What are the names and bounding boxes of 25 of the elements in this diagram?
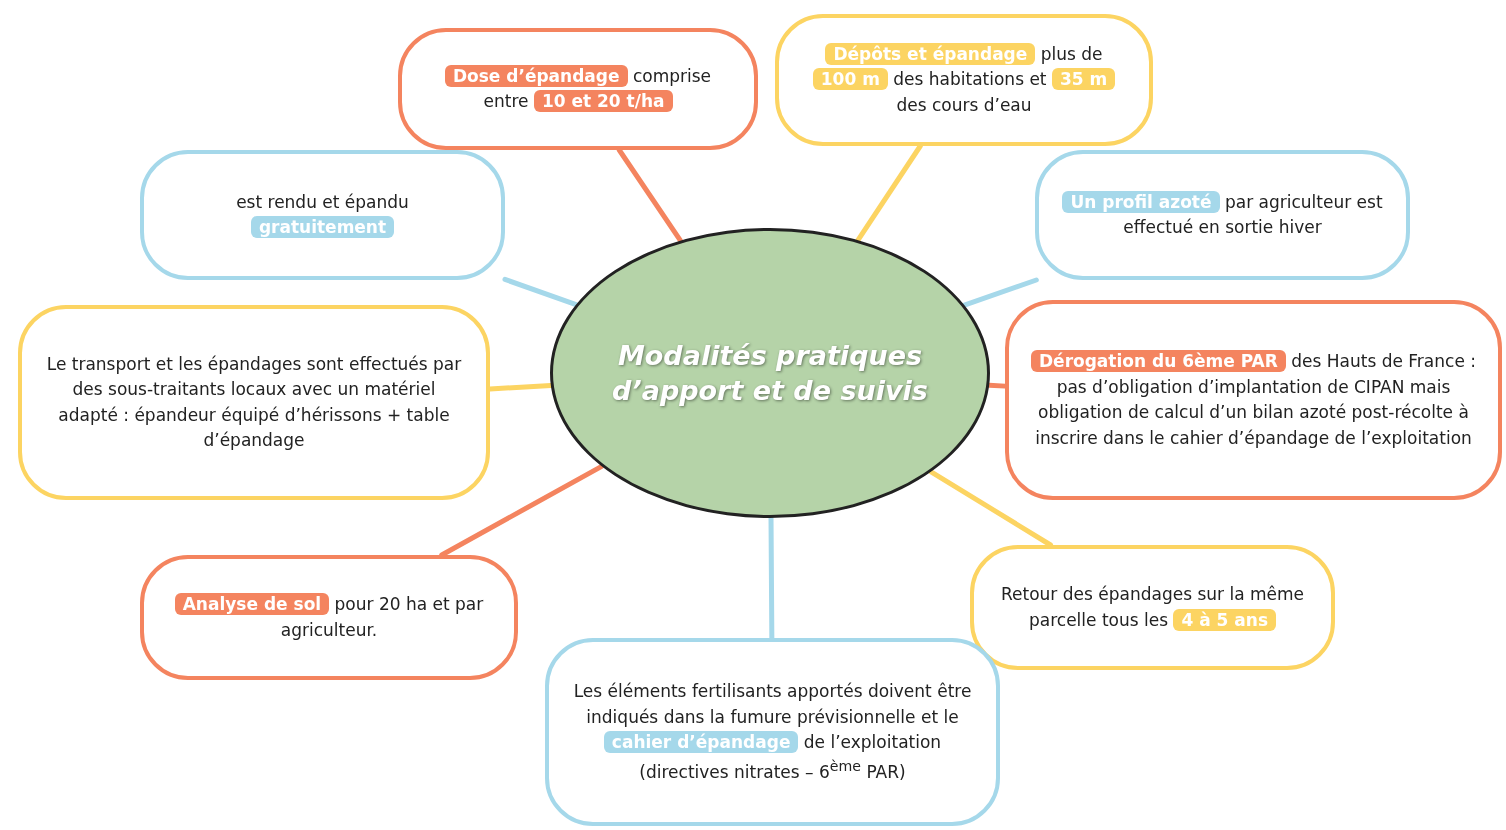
connector-line (928, 469, 1054, 548)
topic-bubble (1035, 150, 1410, 280)
connector-line (439, 463, 605, 558)
central-title: Modalités pratiques d’apport et de suivis (611, 338, 929, 408)
topic-bubble (140, 150, 505, 280)
topic-text: Le transport et les épandages sont effectués par des sous-traitants locaux avec un matériel adapté : épandeur équipé d’hérissons + table d’épandage (45, 352, 463, 452)
topic-bubble (1005, 300, 1502, 500)
topic-text: Dépôts et épandage plus de 100 m des habitations et 35 m des cours d’eau (801, 41, 1127, 119)
topic-bubble (398, 28, 758, 150)
topic-text: Retour des épandages sur la même parcelle tous les 4 à 5 ans (1000, 583, 1305, 633)
connector-line (616, 147, 683, 244)
topic-bubble (545, 638, 1000, 826)
topic-text: est rendu et épandu gratuitement (235, 190, 410, 240)
topic-text: Dose d’épandage comprise entre 10 et 20 t/ha (424, 63, 732, 115)
connector-line (961, 277, 1039, 308)
topic-text: Dérogation du 6ème PAR des Hauts de France : pas d’obligation d’implantation de CIPAN mais obligation de calcul d’un bilan azoté post-récolte à inscrire dans le cahier d’épandage de l’exploitation (1031, 349, 1476, 451)
connector-line (502, 276, 579, 308)
topic-bubble (18, 305, 490, 500)
topic-text: Analyse de sol pour 20 ha et par agriculteur. (166, 592, 492, 643)
topic-bubble (970, 545, 1335, 670)
topic-bubble (140, 555, 518, 680)
topic-text: Un profil azoté par agriculteur est effectué en sortie hiver (1061, 189, 1384, 241)
connector-line (855, 143, 923, 243)
topic-text: Les éléments fertilisants apportés doivent être indiqués dans la fumure prévisionnelle et le cahier d’épandage de l’exploitation (directives nitrates – 6$^{ème}$ PAR) (572, 680, 973, 784)
topic-bubble (775, 14, 1153, 146)
